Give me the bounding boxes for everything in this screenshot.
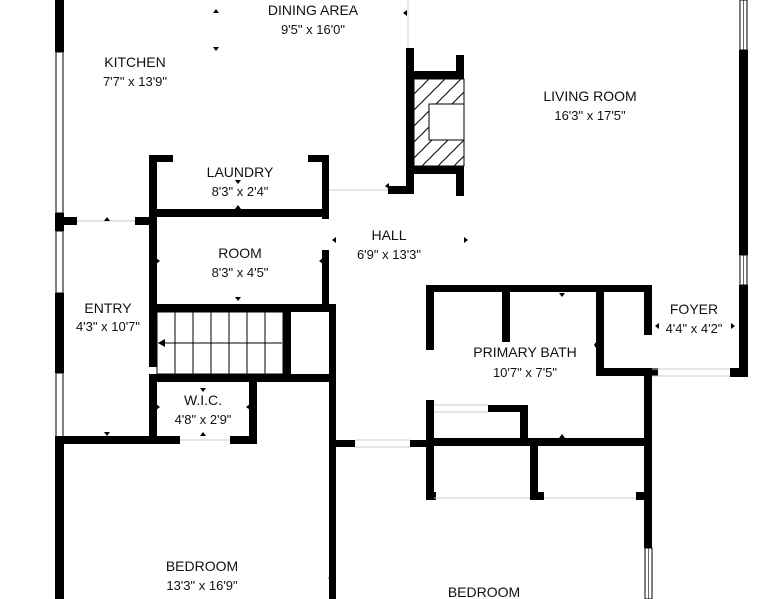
room-label-hall: HALL 6'9" x 13'3"	[357, 227, 421, 262]
walls	[55, 0, 748, 599]
windows	[55, 0, 748, 599]
room-name: ROOM	[218, 245, 262, 261]
room-label-entry: ENTRY 4'3" x 10'7"	[76, 300, 140, 334]
room-size: 4'8" x 2'9"	[175, 412, 232, 427]
fireplace-hatch	[413, 78, 465, 167]
room-label-laundry: LAUNDRY 8'3" x 2'4"	[207, 164, 274, 199]
room-label-living: LIVING ROOM 16'3" x 17'5"	[543, 88, 636, 123]
room-label-foyer: FOYER 4'4" x 4'2"	[666, 301, 723, 336]
room-label-bedroom-2: BEDROOM	[448, 584, 520, 599]
room-name: PRIMARY BATH	[473, 344, 576, 360]
room-label-primary-bath: PRIMARY BATH 10'7" x 7'5"	[473, 344, 576, 380]
room-size: 4'3" x 10'7"	[76, 319, 140, 334]
room-name: W.I.C.	[184, 392, 222, 408]
room-label-room: ROOM 8'3" x 4'5"	[212, 245, 269, 280]
room-name: HALL	[371, 227, 406, 243]
room-name: BEDROOM	[166, 558, 238, 574]
dimension-ticks	[104, 9, 735, 581]
room-label-kitchen: KITCHEN 7'7" x 13'9"	[103, 54, 167, 89]
room-size: 8'3" x 4'5"	[212, 265, 269, 280]
room-name: LAUNDRY	[207, 164, 274, 180]
room-size: 9'5" x 16'0"	[281, 22, 345, 37]
room-name: BEDROOM	[448, 584, 520, 599]
room-size: 13'3" x 16'9"	[166, 578, 238, 593]
room-label-bedroom-1: BEDROOM 13'3" x 16'9"	[166, 558, 238, 593]
room-name: DINING AREA	[268, 2, 359, 18]
room-name: FOYER	[670, 301, 718, 317]
room-size: 8'3" x 2'4"	[212, 184, 269, 199]
room-name: LIVING ROOM	[543, 88, 636, 104]
room-size: 4'4" x 4'2"	[666, 321, 723, 336]
room-size: 10'7" x 7'5"	[493, 365, 557, 380]
stairs	[156, 311, 284, 375]
room-label-dining: DINING AREA 9'5" x 16'0"	[268, 2, 359, 37]
room-name: ENTRY	[84, 300, 132, 316]
room-name: KITCHEN	[104, 54, 165, 70]
room-size: 16'3" x 17'5"	[554, 108, 626, 123]
room-size: 7'7" x 13'9"	[103, 74, 167, 89]
room-label-wic: W.I.C. 4'8" x 2'9"	[175, 392, 232, 427]
room-size: 6'9" x 13'3"	[357, 247, 421, 262]
